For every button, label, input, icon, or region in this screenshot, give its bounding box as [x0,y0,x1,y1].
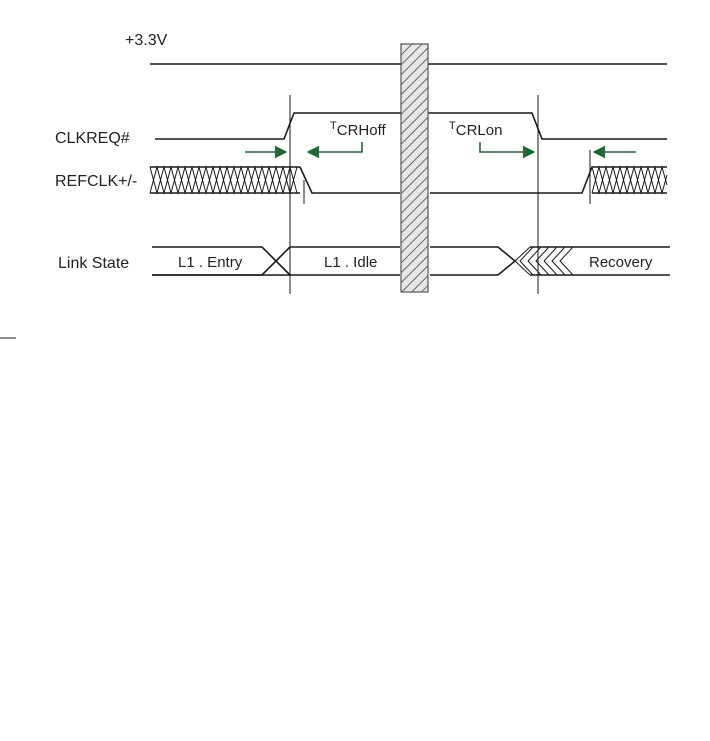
state-l1-entry: L1 . Entry [178,254,243,271]
clkreq-label: CLKREQ# [55,130,130,147]
refclk-running-left [149,165,400,195]
link-state-label: Link State [58,255,129,272]
time-break-band [400,43,429,293]
arrow-tcrlon [479,142,536,159]
state-recovery: Recovery [589,254,653,271]
timing-tcrhoff: TCRHoff [330,120,386,139]
refclk-running-right [430,165,668,195]
link-state-bus [152,246,670,276]
arrow-tcrhoff-right [306,142,363,159]
timing-tcrlon: TCRLon [449,120,502,139]
state-l1-idle: L1 . Idle [324,254,377,271]
refclk-label: REFCLK+/- [55,173,137,190]
supply-label: +3.3V [125,32,168,49]
